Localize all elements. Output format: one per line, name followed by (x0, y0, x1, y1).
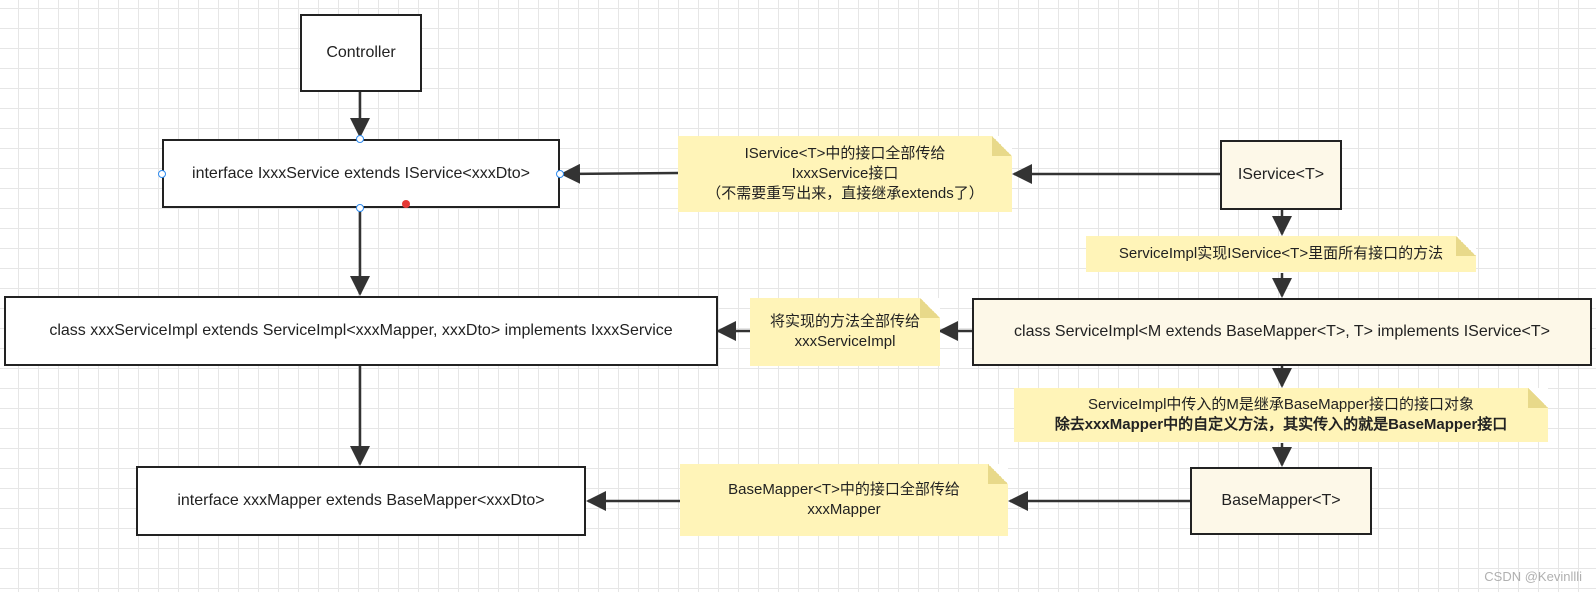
note-fold (1456, 236, 1476, 256)
controller-node[interactable]: Controller (300, 14, 422, 92)
basemapper-node[interactable]: BaseMapper<T> (1190, 467, 1372, 535)
pass-methods-note[interactable]: 将实现的方法全部传给 xxxServiceImpl (750, 298, 940, 366)
pass-methods-note-line-2: xxxServiceImpl (794, 333, 896, 350)
note-fold (920, 298, 940, 318)
controller-label: Controller (326, 44, 396, 61)
basemapper-label: BaseMapper<T> (1221, 492, 1341, 509)
iservice-node[interactable]: IService<T> (1220, 140, 1342, 210)
iservice-note-line-2: IxxxService接口 (791, 165, 899, 182)
m-param-note-line-2: 除去xxxMapper中的自定义方法，其实传入的就是BaseMapper接口 (1054, 416, 1508, 433)
xxxmapper-label: interface xxxMapper extends BaseMapper<x… (177, 492, 545, 509)
serviceimpl-class-label: class xxxServiceImpl extends ServiceImpl… (49, 322, 673, 339)
ixxxservice-node[interactable]: interface IxxxService extends IService<x… (162, 139, 560, 208)
watermark: CSDN @Kevinllli (1484, 569, 1582, 584)
selection-dot (402, 200, 410, 208)
iservice-note-line-1: IService<T>中的接口全部传给 (744, 145, 946, 162)
serviceimpl-generic-label: class ServiceImpl<M extends BaseMapper<T… (1014, 323, 1550, 340)
iservice-note[interactable]: IService<T>中的接口全部传给 IxxxService接口 （不需要重写… (678, 136, 1012, 212)
xxxmapper-node[interactable]: interface xxxMapper extends BaseMapper<x… (136, 466, 586, 536)
m-param-note[interactable]: ServiceImpl中传入的M是继承BaseMapper接口的接口对象 除去x… (1014, 388, 1548, 442)
connection-handle-right[interactable] (556, 170, 564, 178)
serviceimpl-impl-note[interactable]: ServiceImpl实现IService<T>里面所有接口的方法 (1086, 236, 1476, 272)
note-fold (1528, 388, 1548, 408)
pass-methods-note-line-1: 将实现的方法全部传给 (769, 313, 920, 330)
basemapper-note-line-1: BaseMapper<T>中的接口全部传给 (728, 481, 960, 498)
iservice-note-line-3: （不需要重写出来，直接继承extends了） (706, 185, 984, 202)
connection-handle-bottom[interactable] (356, 204, 364, 212)
ixxxservice-label: interface IxxxService extends IService<x… (192, 164, 530, 182)
connection-handle-left[interactable] (158, 170, 166, 178)
connection-handle-top[interactable] (356, 135, 364, 143)
serviceimpl-class-node[interactable]: class xxxServiceImpl extends ServiceImpl… (4, 296, 718, 366)
note-fold (988, 464, 1008, 484)
basemapper-note-line-2: xxxMapper (807, 501, 881, 518)
m-param-note-line-1: ServiceImpl中传入的M是继承BaseMapper接口的接口对象 (1088, 396, 1474, 413)
serviceimpl-generic-node[interactable]: class ServiceImpl<M extends BaseMapper<T… (972, 298, 1592, 366)
basemapper-note[interactable]: BaseMapper<T>中的接口全部传给 xxxMapper (680, 464, 1008, 536)
note-fold (992, 136, 1012, 156)
serviceimpl-impl-note-line-1: ServiceImpl实现IService<T>里面所有接口的方法 (1118, 245, 1444, 262)
iservice-label: IService<T> (1237, 166, 1325, 183)
arrow-note-to-ixxxservice (560, 163, 679, 184)
